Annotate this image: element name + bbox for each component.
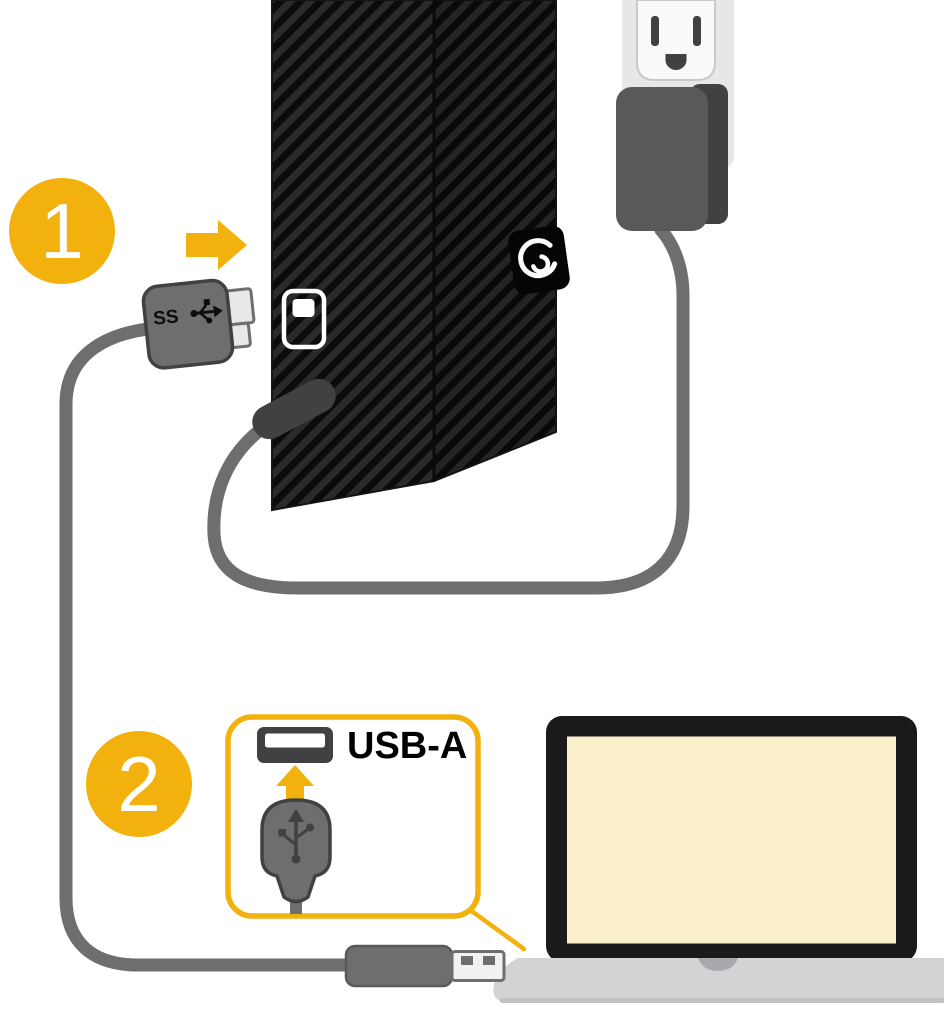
outlet-slot-left	[651, 16, 659, 46]
outlet-ground-hole	[665, 54, 687, 70]
superspeed-label: SS	[152, 306, 179, 330]
power-cable	[207, 223, 690, 595]
drive-side-shade	[434, 0, 556, 481]
usb-a-plug-hole-right	[483, 956, 495, 965]
laptop-screen	[567, 736, 896, 944]
laptop	[493, 716, 944, 1003]
step-2-badge: 2	[86, 731, 192, 837]
usb-a-callout: USB-A	[225, 714, 527, 952]
usb-trident-emboss	[278, 809, 314, 864]
usb-a-plug-body	[344, 944, 454, 988]
usb-data-cable	[59, 320, 359, 972]
external-hard-drive	[271, 0, 570, 512]
up-arrow-icon	[276, 765, 314, 803]
usb-a-label: USB-A	[347, 725, 467, 767]
seagate-logo	[508, 225, 570, 295]
power-adapter-body	[616, 87, 708, 231]
direction-arrow	[186, 220, 247, 270]
connector-body	[141, 278, 235, 370]
laptop-base	[493, 958, 944, 1003]
laptop-latch-notch	[698, 958, 738, 971]
laptop-base-edge	[500, 998, 944, 1003]
step-2-number: 2	[117, 740, 160, 828]
usb-a-connector-icon	[260, 798, 332, 914]
usb-a-port-icon	[257, 727, 333, 763]
usb-trident-icon	[190, 298, 223, 324]
usb-micro-b-connector: SS	[141, 278, 256, 370]
power-connector	[252, 378, 336, 440]
power-adapter	[616, 84, 728, 231]
callout-leader-line	[463, 904, 527, 952]
step-1-number: 1	[40, 187, 83, 275]
usb-a-plug	[344, 944, 506, 988]
drive-front-face	[271, 0, 435, 512]
usb-a-plug-tip	[450, 950, 506, 982]
outlet-slot-right	[693, 16, 701, 46]
step-1-badge: 1	[9, 178, 115, 284]
usb-a-plug-hole-left	[461, 956, 473, 965]
usb-micro-b-port	[281, 288, 327, 350]
